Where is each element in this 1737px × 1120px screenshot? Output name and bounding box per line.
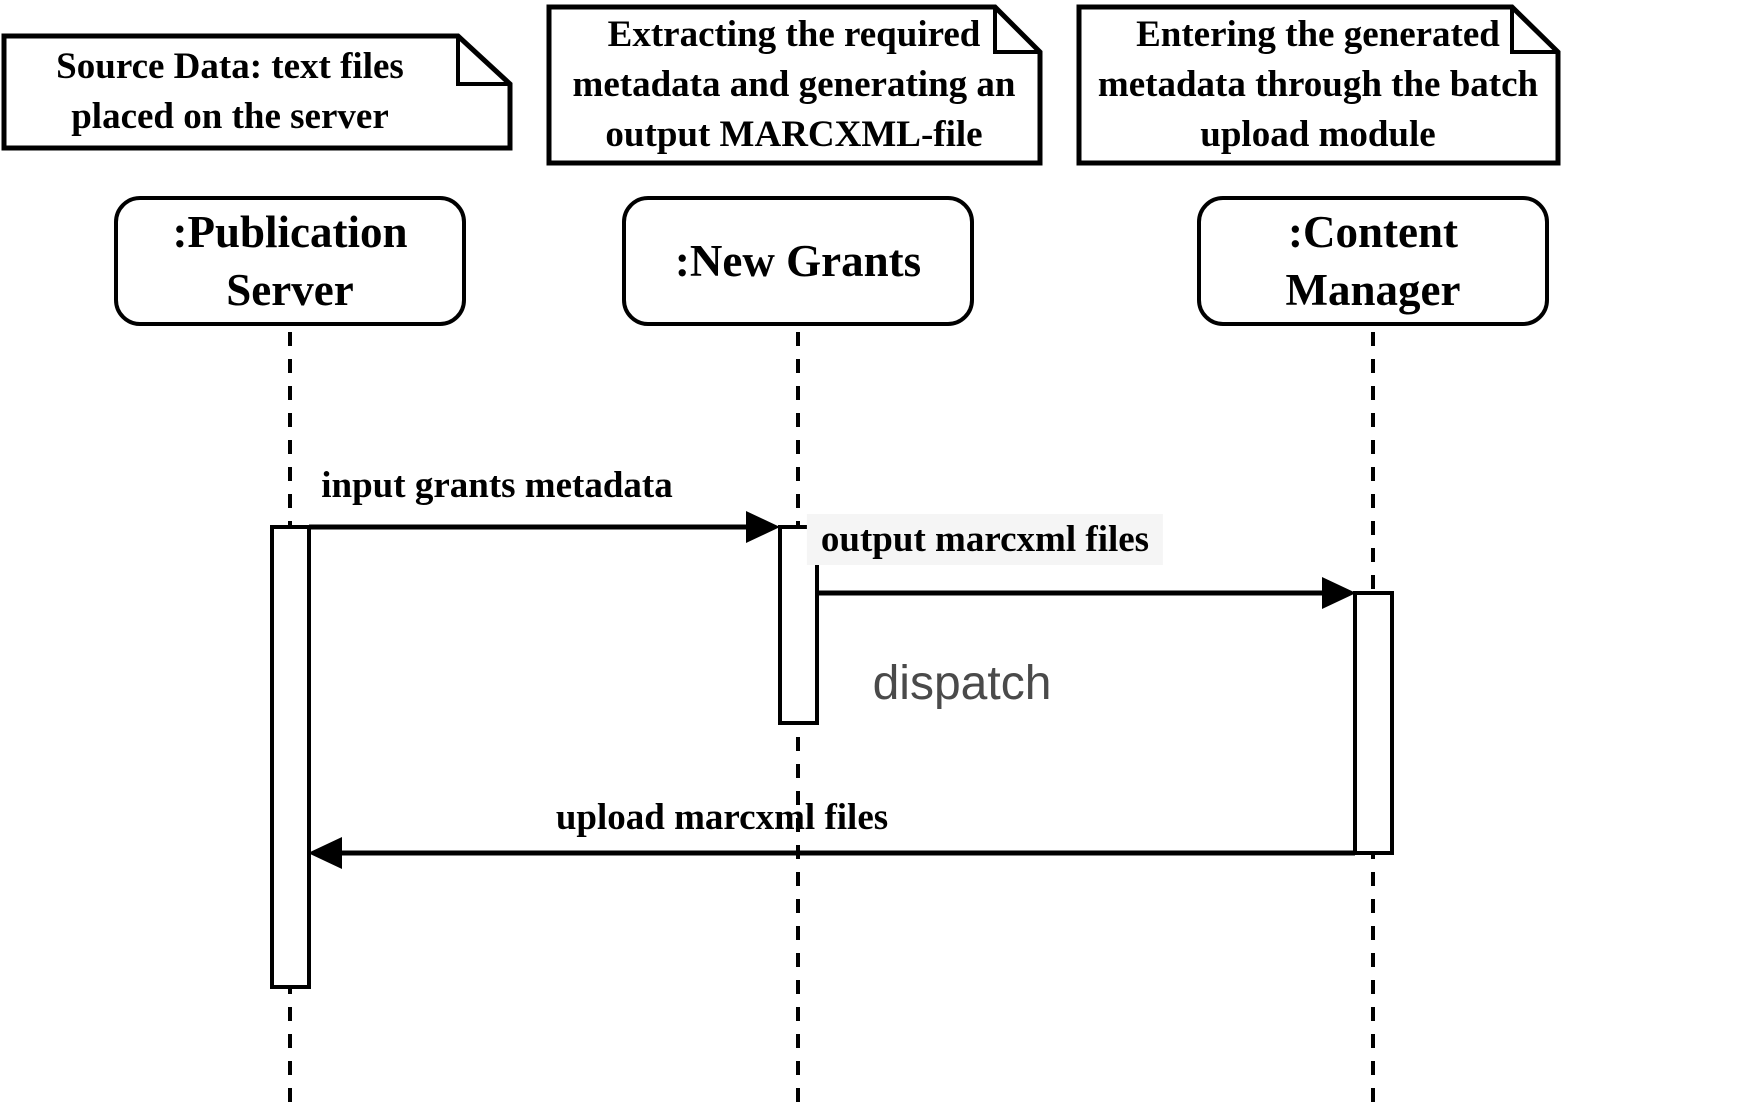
note-extracting: Extracting the required metadata and gen… <box>549 7 1039 163</box>
actor-label-line: Server <box>226 265 354 315</box>
note-line: Source Data: text files <box>56 46 404 87</box>
note-line: output MARCXML-file <box>605 114 983 155</box>
message-label-input-grants-metadata: input grants metadata <box>321 465 673 506</box>
note-source-data: Source Data: text files placed on the se… <box>4 36 456 148</box>
note-line: metadata through the batch <box>1097 64 1539 105</box>
activation-bar-content-manager <box>1353 591 1394 855</box>
note-line: upload module <box>1200 114 1436 155</box>
message-label-upload-marcxml-files: upload marcxml files <box>555 797 889 838</box>
arrow-output-marcxml-files <box>817 577 1356 609</box>
actor-label-line: :Publication <box>172 207 408 257</box>
arrowhead-right-icon <box>746 511 780 543</box>
message-label-output-marcxml-files: output marcxml files <box>806 514 1164 565</box>
note-entering-shape <box>1076 4 1561 166</box>
actor-content-manager: :Content Manager <box>1197 196 1549 326</box>
note-line: Extracting the required <box>607 14 981 55</box>
activation-bar-publication-server <box>270 525 311 989</box>
arrow-upload-marcxml-files <box>308 837 1355 869</box>
note-extracting-shape <box>546 4 1043 166</box>
arrow-input-grants-metadata <box>309 511 780 543</box>
actor-label-line: :Content <box>1288 207 1458 257</box>
actor-new-grants: :New Grants <box>622 196 974 326</box>
arrowhead-left-icon <box>308 837 342 869</box>
arrowhead-right-icon <box>1322 577 1356 609</box>
note-line: metadata and generating an <box>572 64 1016 105</box>
actor-publication-server: :Publication Server <box>114 196 466 326</box>
note-line: placed on the server <box>71 96 389 137</box>
actor-label-line: Manager <box>1285 265 1461 315</box>
note-entering: Entering the generated metadata through … <box>1079 7 1557 163</box>
activation-bar-new-grants <box>778 525 819 725</box>
note-source-data-shape <box>1 33 513 151</box>
message-label-dispatch: dispatch <box>872 657 1052 710</box>
actor-label-line: :New Grants <box>674 236 922 286</box>
note-line: Entering the generated <box>1136 14 1500 55</box>
